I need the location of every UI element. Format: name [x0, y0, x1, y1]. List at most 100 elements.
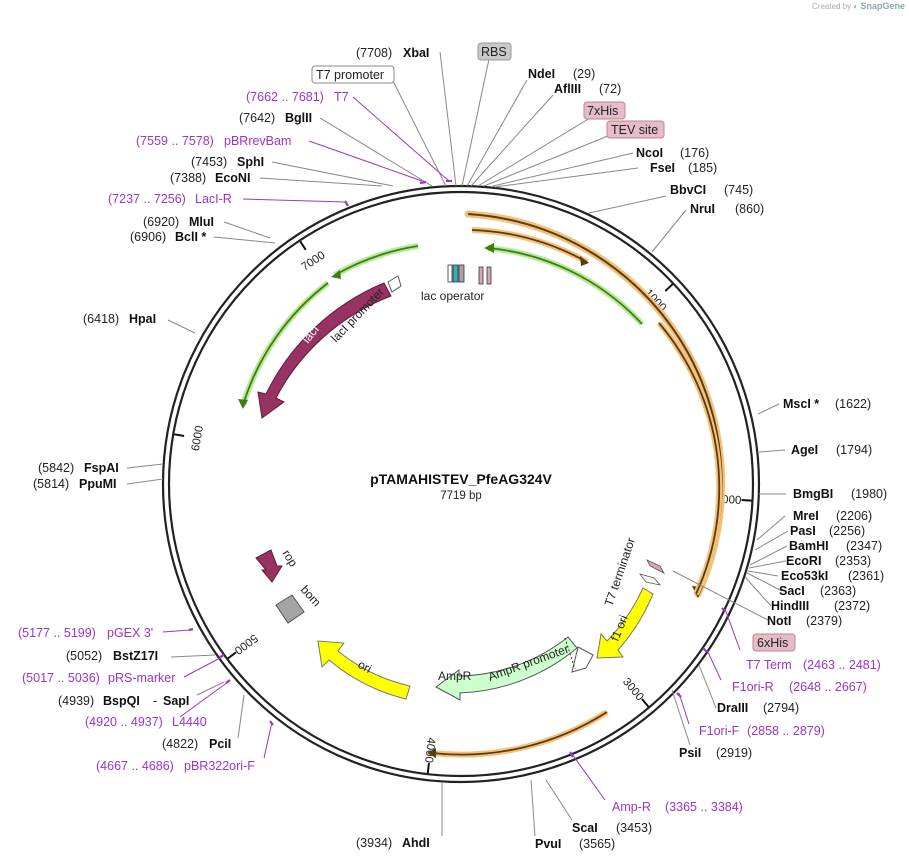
green-arc-left-1-core [334, 245, 419, 276]
enzyme-label: AhdI [402, 836, 430, 850]
primer-range: (4667 .. 4686) [96, 759, 174, 773]
enzyme-pos: (2363) [820, 584, 856, 598]
feature-box-label: RBS [481, 45, 507, 59]
enzyme-pos: (2794) [763, 701, 799, 715]
enzyme-pos: (1794) [836, 443, 872, 457]
primer-marks [188, 179, 726, 758]
ruler-tick-label: 5000 [232, 631, 260, 656]
feature-label: AmpR [438, 669, 472, 683]
primer-label: pRS-marker [108, 671, 175, 685]
enzyme-label: MreI [793, 509, 819, 523]
enzyme-pos: (4822) [162, 737, 198, 751]
enzyme-pos: (176) [680, 146, 709, 160]
enzyme-pos: (4939) [58, 694, 94, 708]
laci-promoter-arrow [387, 275, 402, 293]
ruler-tick [641, 698, 650, 708]
primer-label: T7 [334, 90, 349, 104]
enzyme-label: MscI * [783, 397, 819, 411]
backbone [161, 184, 761, 784]
primer-range: (3365 .. 3384) [665, 800, 743, 814]
laci-arrow [257, 282, 392, 419]
enzyme-label: XbaI [403, 46, 429, 60]
enzyme-label: BspQI [103, 694, 140, 708]
f1-ori-arrow [596, 587, 654, 659]
enzyme-label: PciI [209, 737, 231, 751]
feature-box-label: 6xHis [757, 636, 788, 650]
green-arc-right-core [487, 247, 643, 325]
enzyme-label: NotI [767, 614, 791, 628]
primer-label: LacI-R [195, 192, 232, 206]
feature-label: ori [356, 657, 374, 676]
enzyme-pos: (5814) [33, 477, 69, 491]
t7-terminator-arrow [646, 559, 666, 574]
leader-lines [126, 51, 789, 837]
feature-box-label: 7xHis [587, 104, 618, 118]
ruler-tick [664, 283, 674, 292]
enzyme-label: EcoNI [215, 171, 250, 185]
tev-box [486, 266, 492, 285]
enzyme-pos: (745) [724, 183, 753, 197]
primer-range: (4920 .. 4937) [85, 715, 163, 729]
enzyme-label: HindIII [771, 599, 809, 613]
credit-brand: SnapGene [860, 1, 905, 11]
enzyme-pos: (2256) [829, 524, 865, 538]
primer-label: F1ori-F [699, 724, 740, 738]
enzyme-pos: (185) [688, 161, 717, 175]
primer-range: (2858 .. 2879) [747, 724, 825, 738]
primer-range: (2463 .. 2481) [803, 658, 881, 672]
enzyme-pos: (2347) [846, 539, 882, 553]
enzyme-label: NcoI [636, 146, 663, 160]
enzyme-pos: (2919) [716, 746, 752, 760]
credit-prefix: Created by [812, 2, 852, 11]
ruler-tick [227, 651, 237, 660]
enzyme-label: SacI [779, 584, 805, 598]
enzyme-pos: (3934) [356, 836, 392, 850]
enzyme-label: PvuI [535, 837, 561, 851]
bom-box [275, 594, 305, 624]
green-arrowhead-right [484, 243, 494, 253]
enzyme-sep: - [153, 694, 157, 708]
enzyme-label: PasI [790, 524, 816, 538]
primer-label: pBRrevBam [224, 134, 291, 148]
enzyme-pos: (2379) [806, 614, 842, 628]
enzyme-pos: (2353) [835, 554, 871, 568]
enzyme-pos: (2361) [848, 569, 884, 583]
primer-range: (7237 .. 7256) [108, 192, 186, 206]
ruler-tick-label: 4000 [422, 737, 437, 764]
enzyme-pos: (6906) [130, 230, 166, 244]
primer-label: pBR322ori-F [184, 759, 255, 773]
primer-range: (5017 .. 5036) [22, 671, 100, 685]
feature-label: rop [279, 547, 300, 569]
primer-label: L4440 [172, 715, 207, 729]
enzyme-pos: (2372) [834, 599, 870, 613]
orf-arc-outer-core [467, 213, 723, 595]
green-arrowhead-left-1 [331, 270, 341, 279]
orf-arc-bottom-core [431, 711, 608, 756]
ampr-promoter-arrow [571, 646, 594, 673]
ruler-tick-label: 7000 [300, 249, 328, 273]
enzyme-label: Eco53kI [781, 569, 828, 583]
ruler-tick [741, 499, 752, 502]
snapgene-logo-icon: ◐ [853, 2, 859, 11]
enzyme-pos: (5842) [38, 461, 74, 475]
enzyme-pos: (5052) [66, 649, 102, 663]
his-tag-box [478, 266, 484, 285]
primer-range: (7559 .. 7578) [136, 134, 214, 148]
primer-label: pGEX 3' [107, 626, 153, 640]
enzyme-label: AgeI [791, 443, 818, 457]
ruler-tick [299, 240, 307, 251]
plasmid-name: pTAMAHISTEV_PfeAG324V [370, 471, 552, 487]
enzyme-pos: (3453) [616, 821, 652, 835]
enzyme-label: BglII [285, 111, 312, 125]
enzyme-label: EcoRI [786, 554, 821, 568]
green-arc-right [487, 245, 645, 327]
orf-arc-outer [464, 210, 726, 598]
ruler-tick [174, 433, 185, 438]
green-arc-left-1 [333, 243, 419, 278]
enzyme-pos: (7388) [170, 171, 206, 185]
enzyme-pos: (6920) [143, 215, 179, 229]
enzyme-pos: (7708) [356, 46, 392, 60]
ruler-tick-label: 6000 [190, 425, 206, 452]
enzyme-pos: (860) [735, 202, 764, 216]
enzyme-label: BmgBI [793, 487, 833, 501]
